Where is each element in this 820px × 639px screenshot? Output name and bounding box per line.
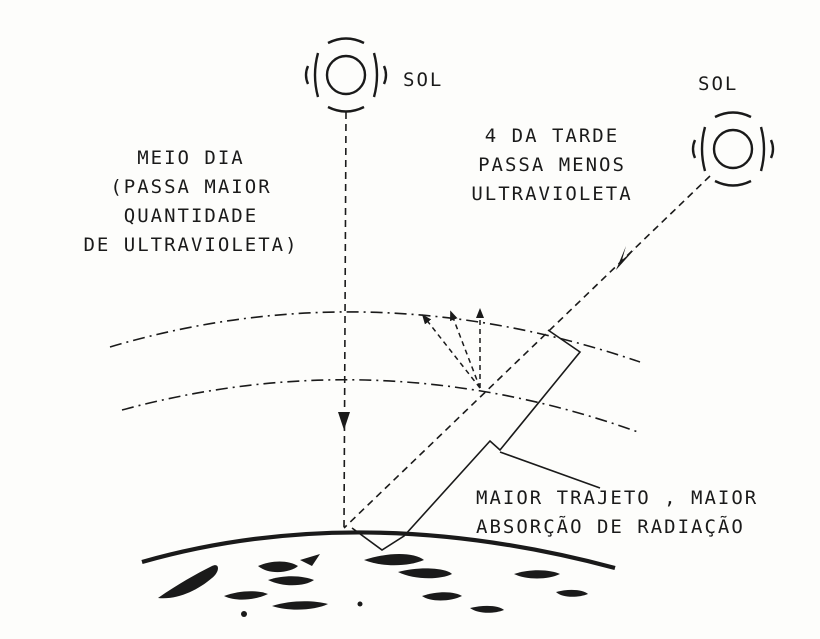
scattered-uv-arrows [421,308,484,389]
afternoon-annotation-line: ULTRAVIOLETA [471,183,633,205]
afternoon-annotation-line: 4 DA TARDE [484,125,620,147]
afternoon-annotation-line: PASSA MENOS [478,154,626,176]
afternoon-ray [343,175,711,529]
noon-annotation: MEIO DIA (PASSA MAIOR QUANTIDADE DE ULTR… [36,144,346,260]
path-annotation: MAIOR TRAJETO , MAIOR ABSORÇÃO DE RADIAÇ… [476,484,816,542]
afternoon-sun-icon [691,111,775,187]
noon-annotation-line: DE ULTRAVIOLETA) [83,234,299,256]
noon-sun-label: SOL [403,69,444,91]
noon-sun-icon [304,37,388,113]
noon-ray [343,111,347,529]
long-path-bracket [351,329,582,551]
path-label-leader [499,451,601,489]
noon-annotation-line: QUANTIDADE [123,205,259,227]
noon-ray-arrow-icon [338,412,350,430]
noon-annotation-line: MEIO DIA [137,147,245,169]
atmosphere-inner-boundary [121,378,639,433]
land-masses [158,554,588,617]
path-annotation-line: MAIOR TRAJETO , MAIOR [476,487,759,509]
atmosphere-outer-boundary [109,311,641,363]
afternoon-ray-arrow-icon [616,246,634,270]
afternoon-annotation: 4 DA TARDE PASSA MENOS ULTRAVIOLETA [442,122,662,209]
noon-annotation-line: (PASSA MAIOR [110,176,272,198]
path-annotation-line: ABSORÇÃO DE RADIAÇÃO [476,516,745,538]
afternoon-sun-label: SOL [698,73,739,95]
earth-surface [141,530,616,571]
